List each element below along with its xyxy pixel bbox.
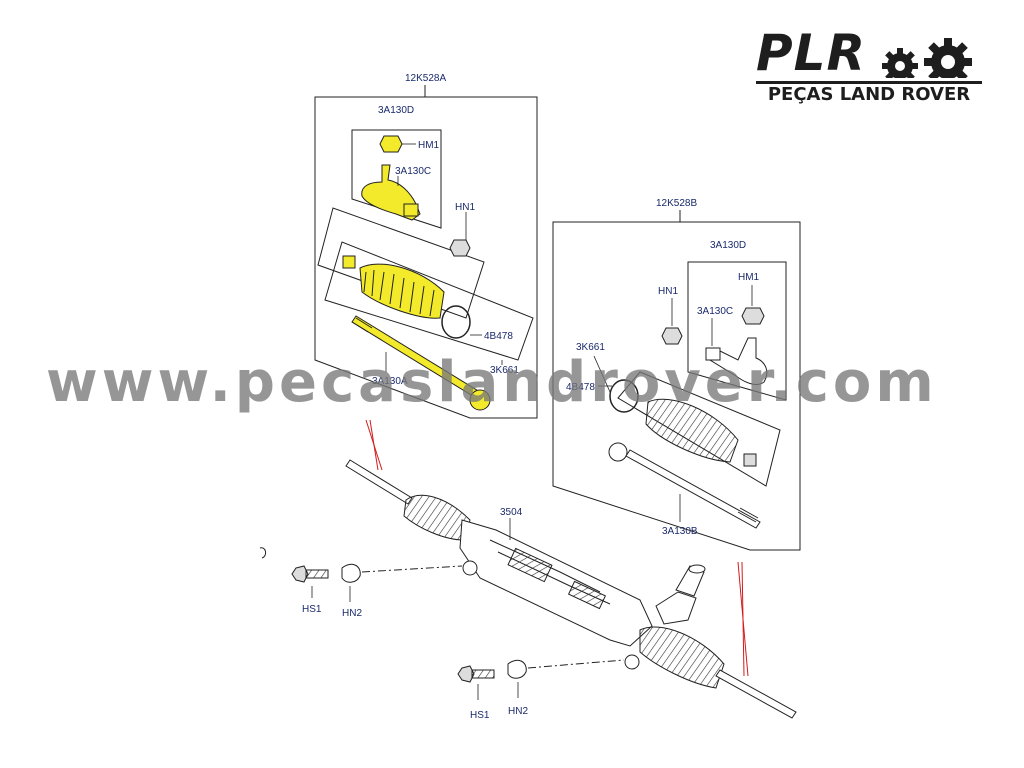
label-left-nut: HM1 [418, 140, 440, 151]
label-right-clamp: 4B478 [566, 382, 595, 393]
label-right-inner-rod: 3A130B [662, 526, 698, 537]
label-right-tie-rod-end: 3A130D [710, 240, 746, 251]
label-bracket-top: HN2 [342, 608, 362, 619]
label-left-boot: 3K661 [490, 365, 519, 376]
label-right-boot: 3K661 [576, 342, 605, 353]
left-clamp [441, 305, 471, 339]
label-left-ball-joint: 3A130C [395, 166, 431, 177]
label-steering-rack: 3504 [500, 507, 523, 518]
right-locknut [661, 327, 683, 345]
label-left-assembly: 12K528A [405, 73, 446, 84]
right-inner-rod [608, 442, 761, 529]
label-left-tie-rod-end: 3A130D [378, 105, 414, 116]
label-bolt-top: HS1 [302, 604, 322, 615]
right-clamp [609, 379, 639, 413]
callout-lines [365, 419, 749, 677]
bolt-top [291, 565, 329, 583]
label-bracket-bottom: HN2 [508, 706, 528, 717]
right-boot [645, 398, 757, 467]
label-right-ball-joint: 3A130C [697, 306, 733, 317]
label-right-nut: HM1 [738, 272, 760, 283]
watermark-text: www.pecaslandrover.com [46, 350, 938, 415]
centerline-bottom [527, 659, 625, 669]
logo-subtitle: PEÇAS LAND ROVER [767, 84, 971, 105]
gears-icon [870, 38, 980, 80]
left-inner-rod-highlight [351, 315, 491, 411]
left-boot-highlight [342, 255, 445, 319]
label-left-locknut: HN1 [455, 202, 475, 213]
left-assembly-frame [314, 85, 538, 419]
label-right-locknut: HN1 [658, 286, 678, 297]
label-right-assembly: 12K528B [656, 198, 697, 209]
centerline-top [361, 565, 463, 573]
left-locknut [449, 239, 471, 257]
steering-rack [345, 459, 797, 719]
partial-bracket [259, 547, 267, 559]
bracket-bottom [507, 659, 527, 679]
label-bolt-bottom: HS1 [470, 710, 490, 721]
label-left-clamp: 4B478 [484, 331, 513, 342]
bolt-bottom [457, 665, 495, 683]
logo-divider [756, 81, 982, 84]
label-left-inner-rod: 3A130A [372, 376, 408, 387]
bracket-top [341, 563, 361, 583]
left-tie-rod-end-highlight [361, 135, 421, 221]
right-tie-rod-end [705, 307, 768, 385]
logo-brand: PLR [756, 24, 867, 82]
